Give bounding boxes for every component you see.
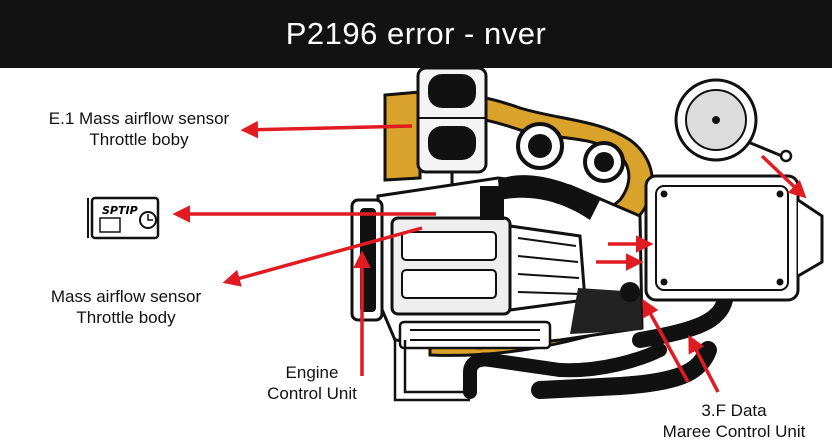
label-bottom-center-line2: Control Unit [267, 384, 357, 403]
label-bottom-right-line2: Maree Control Unit [662, 422, 806, 441]
label-bottom-center: Engine Control Unit [252, 362, 372, 404]
title-bar: P2196 error - nver [0, 0, 832, 68]
hoses [393, 292, 733, 402]
arrow-to-mid-left-label [222, 226, 423, 287]
control-unit-box [644, 174, 824, 302]
callout-arrows [172, 120, 807, 393]
label-bottom-right: 3.F Data Maree Control Unit [644, 400, 824, 442]
label-top-left-line2: Throttle boby [89, 130, 189, 149]
arrow-from-air-filter [760, 154, 807, 199]
label-top-left: E.1 Mass airflow sensor Throttle boby [36, 108, 242, 150]
diagram-title: P2196 error - nver [285, 16, 547, 51]
arrow-data-line-left [642, 298, 690, 383]
sensor-plate: SPTIP [87, 196, 160, 240]
label-bottom-right-line1: 3.F Data [701, 401, 767, 420]
arrow-to-top-left-label [240, 120, 413, 139]
throttle-body [416, 68, 488, 200]
sensor-ports [516, 122, 640, 302]
label-mid-left-line1: Mass airflow sensor [50, 287, 202, 306]
label-bottom-center-line1: Engine [285, 363, 339, 382]
air-filter [674, 78, 793, 163]
sensor-plate-text: SPTIP [102, 204, 138, 217]
label-mid-left: Mass airflow sensor Throttle body [36, 286, 216, 328]
engine-block [350, 175, 644, 350]
label-mid-left-line2: Throttle body [76, 308, 176, 327]
engine-diagram: SPTIP [87, 68, 824, 402]
label-top-left-line1: E.1 Mass airflow sensor [48, 109, 230, 128]
arrow-data-line-right [688, 334, 720, 393]
